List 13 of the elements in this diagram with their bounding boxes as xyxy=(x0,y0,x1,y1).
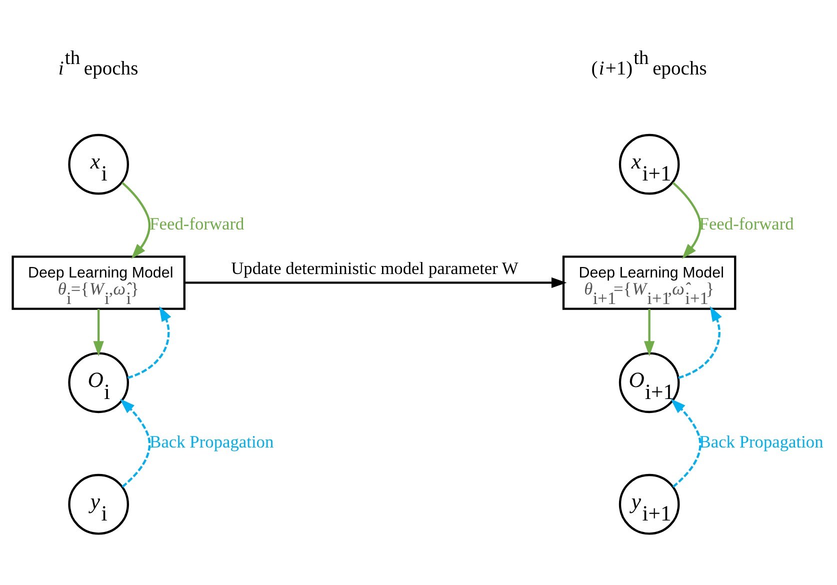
arrow xyxy=(644,309,655,356)
arrow xyxy=(678,306,722,379)
edge-label: Back Propagation xyxy=(699,432,824,452)
edge-label: Back Propagation xyxy=(150,432,274,452)
edge-label: Update deterministic model parameter W xyxy=(231,258,518,278)
arrow xyxy=(184,277,567,288)
arrow xyxy=(127,306,172,379)
arrow xyxy=(672,182,702,259)
arrow xyxy=(121,182,151,259)
arrow xyxy=(93,309,104,356)
arrow xyxy=(670,398,702,488)
edge-label: Feed-forward xyxy=(150,214,244,234)
arrow xyxy=(120,398,151,488)
